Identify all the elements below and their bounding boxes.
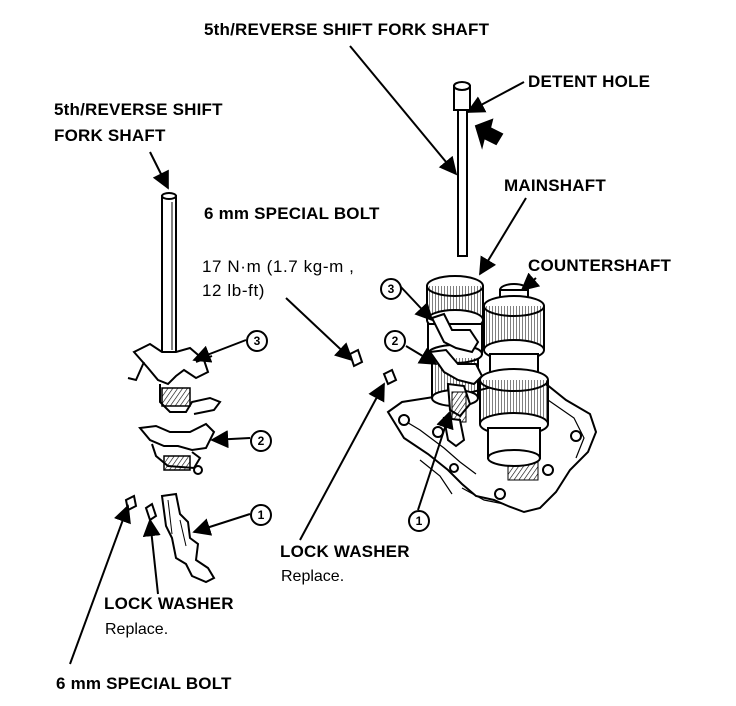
leader-shaft-top [349,45,458,176]
removal-direction-arrow [474,118,504,150]
label-lock-washer-right-note: Replace. [281,568,345,585]
leader-lines [69,45,541,665]
left-shift-fork-1 [160,492,216,584]
label-shaft-left-line2: FORK SHAFT [54,126,166,145]
right-lock-washer [382,368,398,386]
left-fork-shaft [161,192,177,357]
label-shaft-top: 5th/REVERSE SHIFT FORK SHAFT [204,20,490,39]
callout-3-left: 3 [246,330,268,352]
leader-callout-2-left [210,430,251,449]
leader-bolt-bottom [69,504,131,665]
leader-bolt-top [285,297,354,362]
leader-lock-washer-right [299,382,385,541]
label-mainshaft: MAINSHAFT [504,176,606,195]
label-torque-line1: 17 N·m (1.7 kg-m , [202,257,355,276]
label-lock-washer-left: LOCK WASHER [104,594,234,613]
callout-1-left: 1 [250,504,272,526]
callout-2-left: 2 [250,430,272,452]
leader-countershaft [520,272,541,292]
label-detent-hole: DETENT HOLE [528,72,651,91]
leader-callout-1-right [417,410,454,511]
leader-callout-2-right [405,345,438,365]
left-shift-fork-2 [138,422,216,475]
callout-3-right: 3 [380,278,402,300]
leader-mainshaft [479,197,527,276]
leader-callout-3-right [399,285,434,322]
label-lock-washer-left-note: Replace. [105,621,169,638]
label-special-bolt-top: 6 mm SPECIAL BOLT [204,204,380,223]
left-fork-assembly [124,192,222,584]
label-countershaft: COUNTERSHAFT [528,256,672,275]
leader-lock-washer-left [142,518,161,595]
right-special-bolt [348,348,364,368]
leader-callout-3-left [192,339,247,363]
label-shaft-left-line1: 5th/REVERSE SHIFT [54,100,223,119]
label-torque-line2: 12 lb-ft) [202,281,266,300]
leader-shaft-left [149,151,169,190]
left-lock-washer [144,502,158,522]
leader-detent-hole [466,81,525,113]
leader-callout-1-left [192,513,251,536]
countershaft-gears [479,283,549,467]
label-special-bolt-bottom: 6 mm SPECIAL BOLT [56,674,232,693]
callout-1-right: 1 [408,510,430,532]
callout-2-right: 2 [384,330,406,352]
label-lock-washer-right: LOCK WASHER [280,542,410,561]
left-shift-fork-3 [127,342,222,415]
